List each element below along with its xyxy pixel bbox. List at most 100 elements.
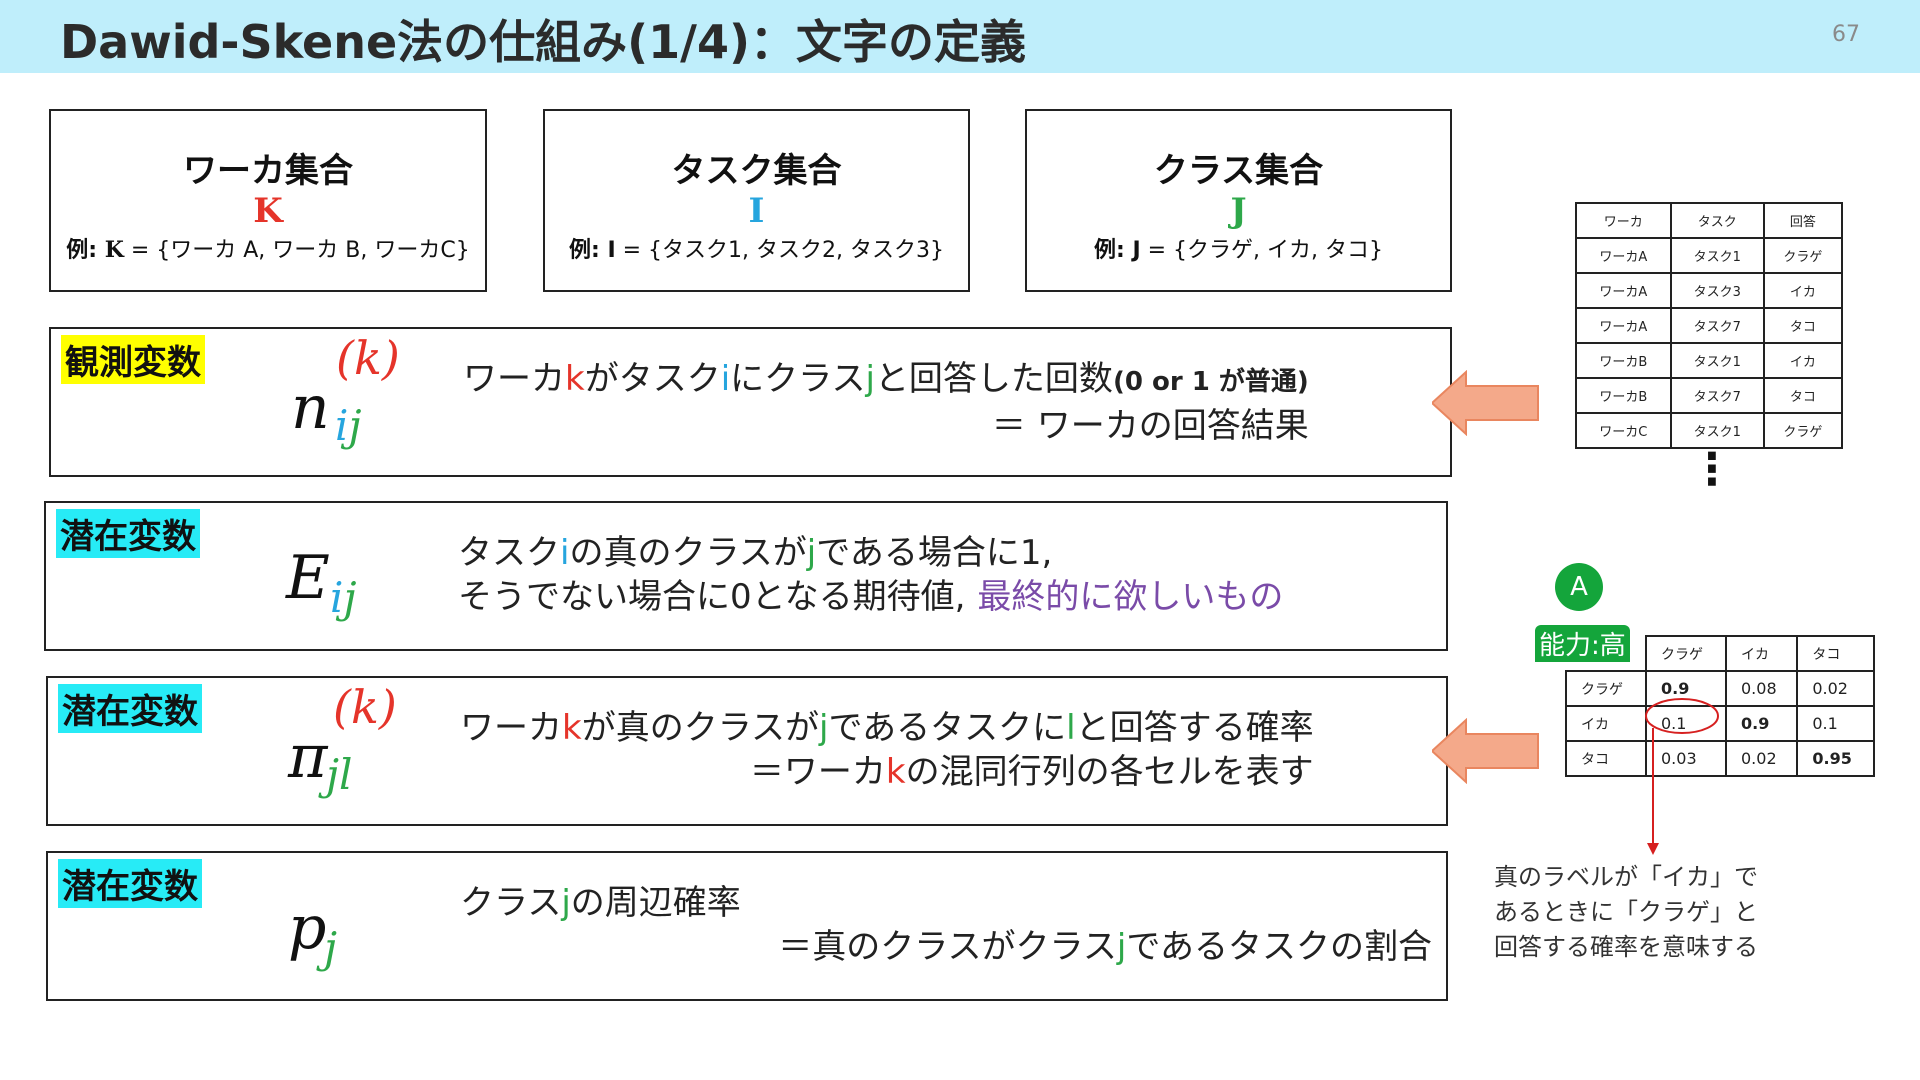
variable-type-tag: 潜在変数 bbox=[56, 509, 200, 558]
symbol-subscript: ij bbox=[335, 401, 361, 450]
worker-badge-circle: A bbox=[1555, 563, 1603, 611]
cell: 0.02 bbox=[1796, 670, 1875, 707]
class-j: j bbox=[561, 883, 571, 923]
worker-k: k bbox=[562, 708, 582, 748]
text: ワーカ bbox=[460, 708, 562, 748]
class-l: l bbox=[1066, 708, 1076, 748]
text: ＝ワーカ bbox=[749, 752, 886, 792]
sub-i: i bbox=[330, 573, 344, 622]
text: クラス bbox=[460, 883, 562, 923]
cell: 0.9 bbox=[1645, 670, 1727, 707]
header-cell: タコ bbox=[1796, 635, 1875, 672]
text: タスク bbox=[458, 533, 560, 573]
text: と回答する確率 bbox=[1075, 708, 1314, 748]
class-set-example: 例: J = {クラゲ, イカ, タコ} bbox=[1027, 232, 1450, 264]
table-row: タコ 0.03 0.02 0.95 bbox=[1565, 740, 1875, 777]
text: にクラス bbox=[730, 359, 866, 399]
text: そうでない場合に0となる期待値, bbox=[458, 577, 966, 617]
class-j: j bbox=[806, 533, 817, 573]
class-set-symbol: J bbox=[1230, 191, 1247, 231]
symbol-base: E bbox=[286, 543, 330, 613]
class-j: j bbox=[1116, 927, 1127, 967]
confusion-matrix-table: クラゲ イカ タコ クラゲ 0.9 0.08 0.02 イカ 0.1 0.9 0… bbox=[1565, 635, 1875, 777]
example-prefix: 例: bbox=[1093, 238, 1133, 263]
row-label: タコ bbox=[1565, 740, 1647, 777]
note-line: 真のラベルが「イカ」で bbox=[1494, 863, 1758, 891]
cell: クラゲ bbox=[1762, 412, 1844, 449]
task-set-title: タスク集合 bbox=[671, 151, 842, 191]
class-set-box: クラス集合 J 例: J = {クラゲ, イカ, タコ} bbox=[1025, 109, 1452, 292]
table-row: クラゲ 0.9 0.08 0.02 bbox=[1565, 670, 1875, 707]
symbol-p-j: p j bbox=[288, 863, 428, 993]
explanation-note: 真のラベルが「イカ」で あるときに「クラゲ」と 回答する確率を意味する bbox=[1494, 860, 1758, 965]
cell: タコ bbox=[1762, 377, 1844, 414]
example-prefix: 例: bbox=[66, 238, 105, 263]
header-bar: Dawid-Skene法の仕組み(1/4)：文字の定義 67 bbox=[0, 0, 1920, 73]
worker-set-title: ワーカ集合 bbox=[183, 151, 353, 191]
row-label: イカ bbox=[1565, 705, 1647, 742]
example-body: = {タスク1, タスク2, タスク3} bbox=[622, 238, 945, 263]
description-line-2: ＝ワーカkの混同行列の各セルを表す bbox=[460, 750, 1314, 794]
worker-set-example: 例: K = {ワーカ A, ワーカ B, ワーカC} bbox=[51, 232, 485, 264]
table-header-row: ワーカ タスク 回答 bbox=[1575, 202, 1844, 239]
text: と回答した回数 bbox=[874, 359, 1113, 399]
description-line-2: そうでない場合に0となる期待値,最終的に欲しいもの bbox=[458, 575, 1283, 619]
cell: タコ bbox=[1762, 307, 1844, 344]
symbol-superscript: (k) bbox=[333, 680, 397, 734]
highlight-pointer bbox=[1645, 698, 1719, 855]
vertical-ellipsis: ⋮ bbox=[1690, 444, 1734, 495]
text: の真のクラスが bbox=[569, 533, 807, 573]
symbol-e-ij: E ij bbox=[286, 513, 426, 643]
example-symbol: K bbox=[104, 237, 124, 263]
header-cell: タスク bbox=[1669, 202, 1765, 239]
text: であるタスクの割合 bbox=[1126, 927, 1432, 967]
text: が真のクラスが bbox=[581, 708, 820, 748]
note-line: あるときに「クラゲ」と bbox=[1494, 898, 1758, 926]
table-header-row: クラゲ イカ タコ bbox=[1566, 635, 1875, 672]
example-prefix: 例: bbox=[568, 238, 608, 263]
worker-set-box: ワーカ集合 K 例: K = {ワーカ A, ワーカ B, ワーカC} bbox=[49, 109, 487, 292]
text: ＝真のクラスがクラス bbox=[778, 927, 1117, 967]
symbol-base: n bbox=[291, 373, 330, 443]
slide-title: Dawid-Skene法の仕組み(1/4)：文字の定義 bbox=[60, 15, 1026, 69]
cell: ワーカA bbox=[1575, 272, 1672, 309]
observed-variable-row: 観測変数 n (k) ij ワーカkがタスクiにクラスjと回答した回数(0 or… bbox=[49, 327, 1452, 477]
example-body: = {ワーカ A, ワーカ B, ワーカC} bbox=[130, 238, 470, 263]
description-line-2: ＝真のクラスがクラスjであるタスクの割合 bbox=[460, 925, 1432, 969]
text: がタスク bbox=[584, 359, 721, 399]
cell: 0.03 bbox=[1645, 740, 1727, 777]
cell: ワーカA bbox=[1575, 307, 1672, 344]
page-number: 67 bbox=[1832, 22, 1860, 47]
description-line-1: クラスjの周辺確率 bbox=[460, 881, 1432, 925]
description-line-2: ＝ ワーカの回答結果 bbox=[991, 406, 1309, 446]
variable-type-tag: 観測変数 bbox=[61, 335, 205, 384]
task-set-box: タスク集合 I 例: I = {タスク1, タスク2, タスク3} bbox=[543, 109, 970, 292]
description-line-1: タスクiの真のクラスがjである場合に1, bbox=[458, 531, 1283, 575]
text: であるタスクに bbox=[828, 708, 1067, 748]
cell: タスク1 bbox=[1669, 342, 1765, 379]
cell: 0.9 bbox=[1724, 705, 1799, 742]
cell: ワーカC bbox=[1575, 412, 1672, 449]
p-description: クラスjの周辺確率 ＝真のクラスがクラスjであるタスクの割合 bbox=[460, 881, 1432, 969]
sub-j: j bbox=[348, 401, 362, 450]
sub-i: i bbox=[335, 401, 349, 450]
observed-description: ワーカkがタスクiにクラスjと回答した回数(0 or 1 が普通) ＝ ワーカの… bbox=[463, 357, 1309, 448]
symbol-base: π bbox=[288, 722, 328, 792]
class-j: j bbox=[865, 359, 875, 399]
e-description: タスクiの真のクラスがjである場合に1, そうでない場合に0となる期待値,最終的… bbox=[458, 531, 1283, 619]
worker-k: k bbox=[565, 359, 585, 399]
class-j: j bbox=[819, 708, 829, 748]
cell: タスク1 bbox=[1669, 412, 1765, 449]
text: である場合に1, bbox=[816, 533, 1053, 573]
worker-k: k bbox=[885, 752, 906, 792]
note-text: (0 or 1 が普通) bbox=[1112, 367, 1309, 397]
description-line-1: ワーカkが真のクラスがjであるタスクにlと回答する確率 bbox=[460, 706, 1314, 750]
cell: イカ bbox=[1762, 272, 1844, 309]
cell: 0.08 bbox=[1724, 670, 1799, 707]
